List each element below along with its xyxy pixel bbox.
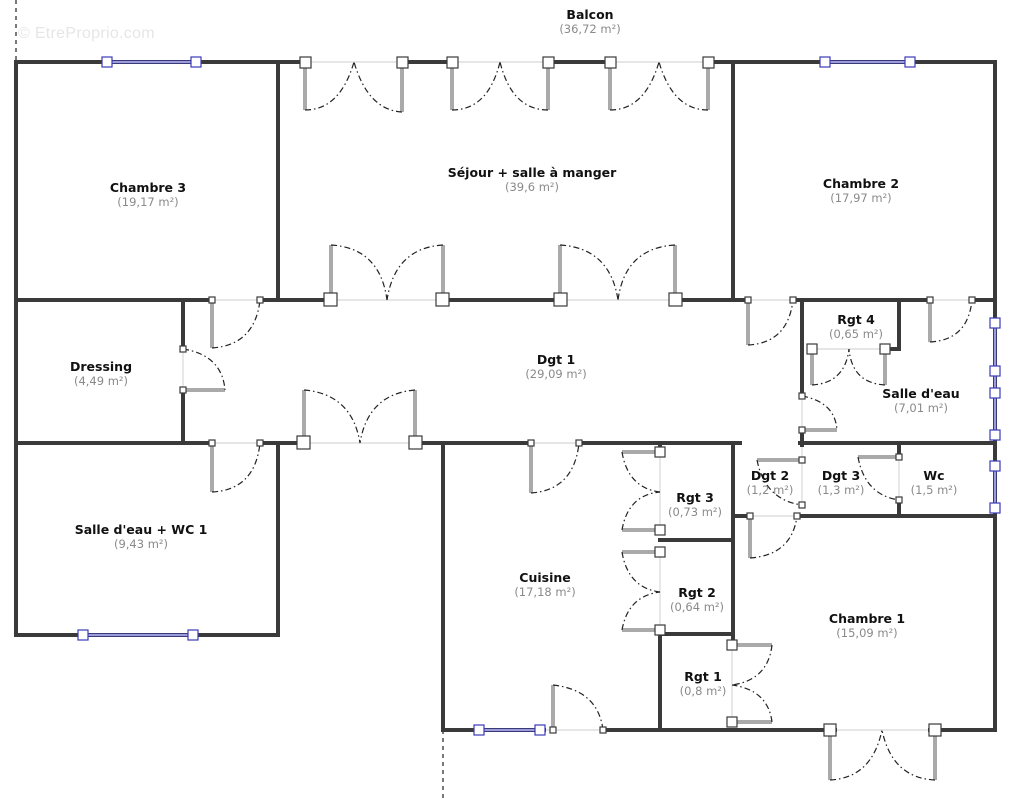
- room-area: (0,65 m²): [828, 327, 884, 341]
- room-label-cuisine: Cuisine (17,18 m²): [514, 570, 575, 600]
- room-label-balcon: Balcon (36,72 m²): [559, 7, 620, 37]
- room-name: Rgt 4: [837, 312, 875, 327]
- room-area: (19,17 m²): [117, 195, 179, 209]
- room-area: (29,09 m²): [525, 367, 587, 381]
- room-area: (0,64 m²): [669, 600, 725, 614]
- room-area: (1,2 m²): [746, 483, 794, 497]
- room-area: (7,01 m²): [893, 401, 949, 415]
- room-label-chambre-1: Chambre 1 (15,09 m²): [829, 611, 905, 641]
- room-area: (0,73 m²): [667, 505, 723, 519]
- room-name: Rgt 3: [676, 490, 714, 505]
- room-name: Salle d'eau: [882, 386, 960, 401]
- room-label-chambre-2: Chambre 2 (17,97 m²): [823, 176, 899, 206]
- room-area: (15,09 m²): [836, 626, 898, 640]
- room-name: Dgt 2: [750, 468, 790, 483]
- room-label-dgt-2: Dgt 2 (1,2 m²): [747, 468, 794, 498]
- room-name: Dressing: [69, 359, 133, 374]
- guide-lines: [15, 0, 444, 800]
- room-area: (9,43 m²): [113, 537, 169, 551]
- room-label-sejour: Séjour + salle à manger (39,6 m²): [448, 165, 617, 195]
- room-label-salle-d-eau: Salle d'eau (7,01 m²): [882, 386, 959, 416]
- room-name: Chambre 2: [822, 176, 900, 191]
- room-label-salle-d-eau-wc-1: Salle d'eau + WC 1 (9,43 m²): [75, 522, 208, 552]
- room-area: (1,5 m²): [910, 483, 958, 497]
- watermark: © EtreProprio.com: [18, 25, 155, 42]
- room-label-dgt-1: Dgt 1 (29,09 m²): [525, 352, 586, 382]
- room-name: Dgt 3: [821, 468, 861, 483]
- room-label-rgt-2: Rgt 2 (0,64 m²): [670, 585, 724, 615]
- room-name: Rgt 1: [684, 669, 722, 684]
- room-area: (17,97 m²): [830, 191, 892, 205]
- room-name: Wc: [923, 468, 945, 483]
- room-name: Chambre 1: [828, 611, 906, 626]
- room-label-wc: Wc (1,5 m²): [911, 468, 958, 498]
- room-name: Dgt 1: [536, 352, 576, 367]
- room-label-dressing: Dressing (4,49 m²): [70, 359, 132, 389]
- room-area: (39,6 m²): [504, 180, 560, 194]
- room-area: (1,3 m²): [817, 483, 865, 497]
- room-area: (17,18 m²): [514, 585, 576, 599]
- room-label-rgt-4: Rgt 4 (0,65 m²): [829, 312, 883, 342]
- room-name: Balcon: [566, 7, 614, 22]
- room-area: (36,72 m²): [559, 22, 621, 36]
- room-area: (0,8 m²): [679, 684, 727, 698]
- room-name: Chambre 3: [109, 180, 187, 195]
- room-label-rgt-1: Rgt 1 (0,8 m²): [680, 669, 727, 699]
- room-label-dgt-3: Dgt 3 (1,3 m²): [818, 468, 865, 498]
- windows: [77, 56, 1001, 736]
- room-name: Rgt 2: [678, 585, 716, 600]
- room-label-rgt-3: Rgt 3 (0,73 m²): [668, 490, 722, 520]
- room-area: (4,49 m²): [73, 374, 129, 388]
- room-name: Séjour + salle à manger: [447, 165, 617, 180]
- room-name: Salle d'eau + WC 1: [74, 522, 208, 537]
- doors: [179, 56, 976, 781]
- room-name: Cuisine: [519, 570, 571, 585]
- room-label-chambre-3: Chambre 3 (19,17 m²): [110, 180, 186, 210]
